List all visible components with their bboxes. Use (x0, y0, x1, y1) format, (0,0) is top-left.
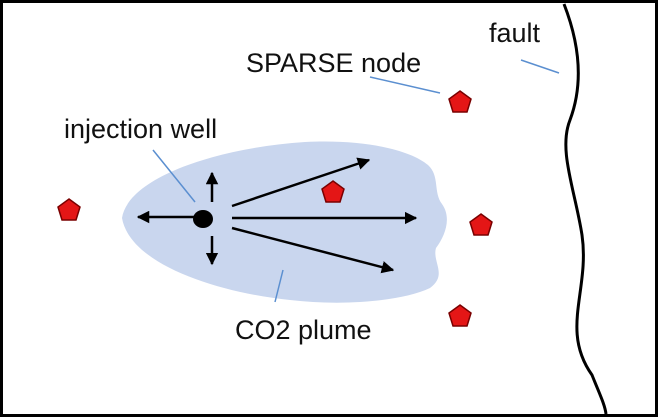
co2-plume-label: CO2 plume (235, 315, 372, 345)
fault-line (562, 3, 608, 415)
co2-plume (122, 141, 447, 303)
co2-plume-leader-line (274, 269, 284, 303)
injection-well-label: injection well (64, 114, 217, 144)
black-dot-icon (193, 210, 213, 228)
red-pentagon-icon (469, 213, 493, 236)
sparse-node-icons (57, 90, 493, 327)
red-pentagon-icon (448, 304, 472, 327)
red-pentagon-icon (448, 90, 472, 113)
sparse-node-label: SPARSE node (246, 48, 421, 78)
red-pentagon-icon (321, 180, 345, 203)
fault-leader-line (520, 59, 560, 74)
injection-well-leader-line (152, 149, 196, 203)
plume-arrow-lower-right (231, 226, 395, 274)
sparse-node-leader-line (369, 76, 441, 94)
fault-label: fault (489, 18, 541, 48)
red-pentagon-icon (57, 198, 81, 221)
plume-arrow-upper-right (231, 157, 371, 208)
